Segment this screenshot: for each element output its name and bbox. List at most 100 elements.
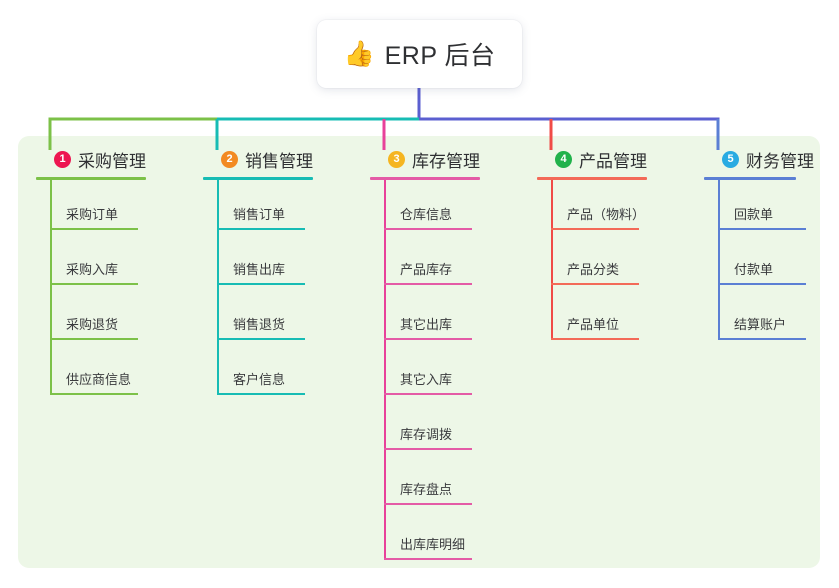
leaf-label: 采购退货 xyxy=(66,317,119,332)
leaf-label: 产品（物料） xyxy=(567,207,646,222)
column-spine-1 xyxy=(50,180,52,395)
column-2: 2 销售管理销售订单销售出库销售退货客户信息 xyxy=(203,146,351,400)
leaf-item[interactable]: 供应商信息 xyxy=(36,345,184,400)
column-1: 1 采购管理采购订单采购入库采购退货供应商信息 xyxy=(36,146,184,400)
column-title-4: 产品管理 xyxy=(579,151,647,171)
leaf-label: 产品单位 xyxy=(567,317,620,332)
leaf-label: 产品分类 xyxy=(567,262,620,277)
column-rule-1 xyxy=(36,177,146,180)
column-spine-3 xyxy=(384,180,386,560)
leaf-label: 付款单 xyxy=(734,262,774,277)
leaf-item[interactable]: 其它入库 xyxy=(370,345,518,400)
leaf-rule xyxy=(384,228,472,230)
leaf-rule xyxy=(217,338,305,340)
leaf-rule xyxy=(384,338,472,340)
leaf-label: 出库库明细 xyxy=(400,537,466,552)
leaf-rule xyxy=(217,393,305,395)
column-spine-5 xyxy=(718,180,720,340)
leaf-item[interactable]: 采购订单 xyxy=(36,180,184,235)
leaf-item[interactable]: 回款单 xyxy=(704,180,834,235)
column-rule-5 xyxy=(704,177,796,180)
leaf-rule xyxy=(718,283,806,285)
column-spine-4 xyxy=(551,180,553,340)
leaf-rule xyxy=(384,283,472,285)
leaf-rule xyxy=(551,228,639,230)
leaf-rule xyxy=(217,228,305,230)
leaf-rule xyxy=(718,338,806,340)
leaf-label: 销售退货 xyxy=(233,317,286,332)
leaf-list-1: 采购订单采购入库采购退货供应商信息 xyxy=(36,180,184,400)
leaf-item[interactable]: 产品库存 xyxy=(370,235,518,290)
leaf-item[interactable]: 库存调拨 xyxy=(370,400,518,455)
leaf-item[interactable]: 销售出库 xyxy=(203,235,351,290)
leaf-label: 采购订单 xyxy=(66,207,119,222)
leaf-item[interactable]: 采购退货 xyxy=(36,290,184,345)
column-header-5[interactable]: 5 财务管理 xyxy=(704,146,834,172)
thumbs-up-icon: 👍 xyxy=(343,39,375,68)
column-4: 4 产品管理产品（物料） 产品分类产品单位 xyxy=(537,146,685,345)
column-header-4[interactable]: 4 产品管理 xyxy=(537,146,685,172)
leaf-label: 产品库存 xyxy=(400,262,453,277)
content-panel xyxy=(18,136,820,568)
column-badge-1: 1 xyxy=(54,150,71,168)
leaf-rule xyxy=(718,228,806,230)
leaf-item[interactable]: 采购入库 xyxy=(36,235,184,290)
leaf-label: 供应商信息 xyxy=(66,372,132,387)
leaf-item[interactable]: 产品分类 xyxy=(537,235,685,290)
leaf-label: 结算账户 xyxy=(734,317,787,332)
leaf-label: 销售出库 xyxy=(233,262,286,277)
root-node[interactable]: 👍 ERP 后台 xyxy=(317,20,522,88)
leaf-item[interactable]: 其它出库 xyxy=(370,290,518,345)
leaf-rule xyxy=(50,283,138,285)
leaf-rule xyxy=(384,393,472,395)
leaf-label: 客户信息 xyxy=(233,372,286,387)
leaf-item[interactable]: 仓库信息 xyxy=(370,180,518,235)
leaf-label: 库存盘点 xyxy=(400,482,453,497)
root-node-content: 👍 ERP 后台 xyxy=(343,36,495,72)
column-badge-5: 5 xyxy=(722,150,739,168)
column-title-2: 销售管理 xyxy=(245,151,313,171)
column-badge-3: 3 xyxy=(388,150,405,168)
leaf-item[interactable]: 出库库明细 xyxy=(370,510,518,565)
leaf-label: 回款单 xyxy=(734,207,774,222)
leaf-label: 采购入库 xyxy=(66,262,119,277)
column-rule-4 xyxy=(537,177,647,180)
leaf-label: 其它入库 xyxy=(400,372,453,387)
leaf-label: 销售订单 xyxy=(233,207,286,222)
leaf-label: 库存调拨 xyxy=(400,427,453,442)
leaf-rule xyxy=(50,228,138,230)
column-title-3: 库存管理 xyxy=(412,151,480,171)
column-spine-2 xyxy=(217,180,219,395)
leaf-item[interactable]: 结算账户 xyxy=(704,290,834,345)
column-header-1[interactable]: 1 采购管理 xyxy=(36,146,184,172)
column-title-5: 财务管理 xyxy=(746,151,814,171)
leaf-rule xyxy=(384,558,472,560)
column-title-1: 采购管理 xyxy=(78,151,146,171)
leaf-item[interactable]: 销售订单 xyxy=(203,180,351,235)
column-header-2[interactable]: 2 销售管理 xyxy=(203,146,351,172)
column-header-3[interactable]: 3 库存管理 xyxy=(370,146,518,172)
column-rule-3 xyxy=(370,177,480,180)
leaf-list-2: 销售订单销售出库销售退货客户信息 xyxy=(203,180,351,400)
leaf-list-4: 产品（物料） 产品分类产品单位 xyxy=(537,180,685,345)
leaf-item[interactable]: 库存盘点 xyxy=(370,455,518,510)
leaf-rule xyxy=(384,448,472,450)
root-title: ERP 后台 xyxy=(384,42,496,70)
column-rule-2 xyxy=(203,177,313,180)
leaf-item[interactable]: 客户信息 xyxy=(203,345,351,400)
leaf-item[interactable]: 付款单 xyxy=(704,235,834,290)
leaf-item[interactable]: 产品单位 xyxy=(537,290,685,345)
leaf-rule xyxy=(551,283,639,285)
leaf-item[interactable]: 产品（物料） xyxy=(537,180,685,235)
leaf-rule xyxy=(217,283,305,285)
column-5: 5 财务管理回款单付款单结算账户 xyxy=(704,146,834,345)
leaf-item[interactable]: 销售退货 xyxy=(203,290,351,345)
leaf-rule xyxy=(50,338,138,340)
column-3: 3 库存管理仓库信息产品库存其它出库其它入库库存调拨库存盘点出库库明细 xyxy=(370,146,518,565)
leaf-rule xyxy=(551,338,639,340)
leaf-rule xyxy=(50,393,138,395)
column-badge-2: 2 xyxy=(221,150,238,168)
column-badge-4: 4 xyxy=(555,150,572,168)
